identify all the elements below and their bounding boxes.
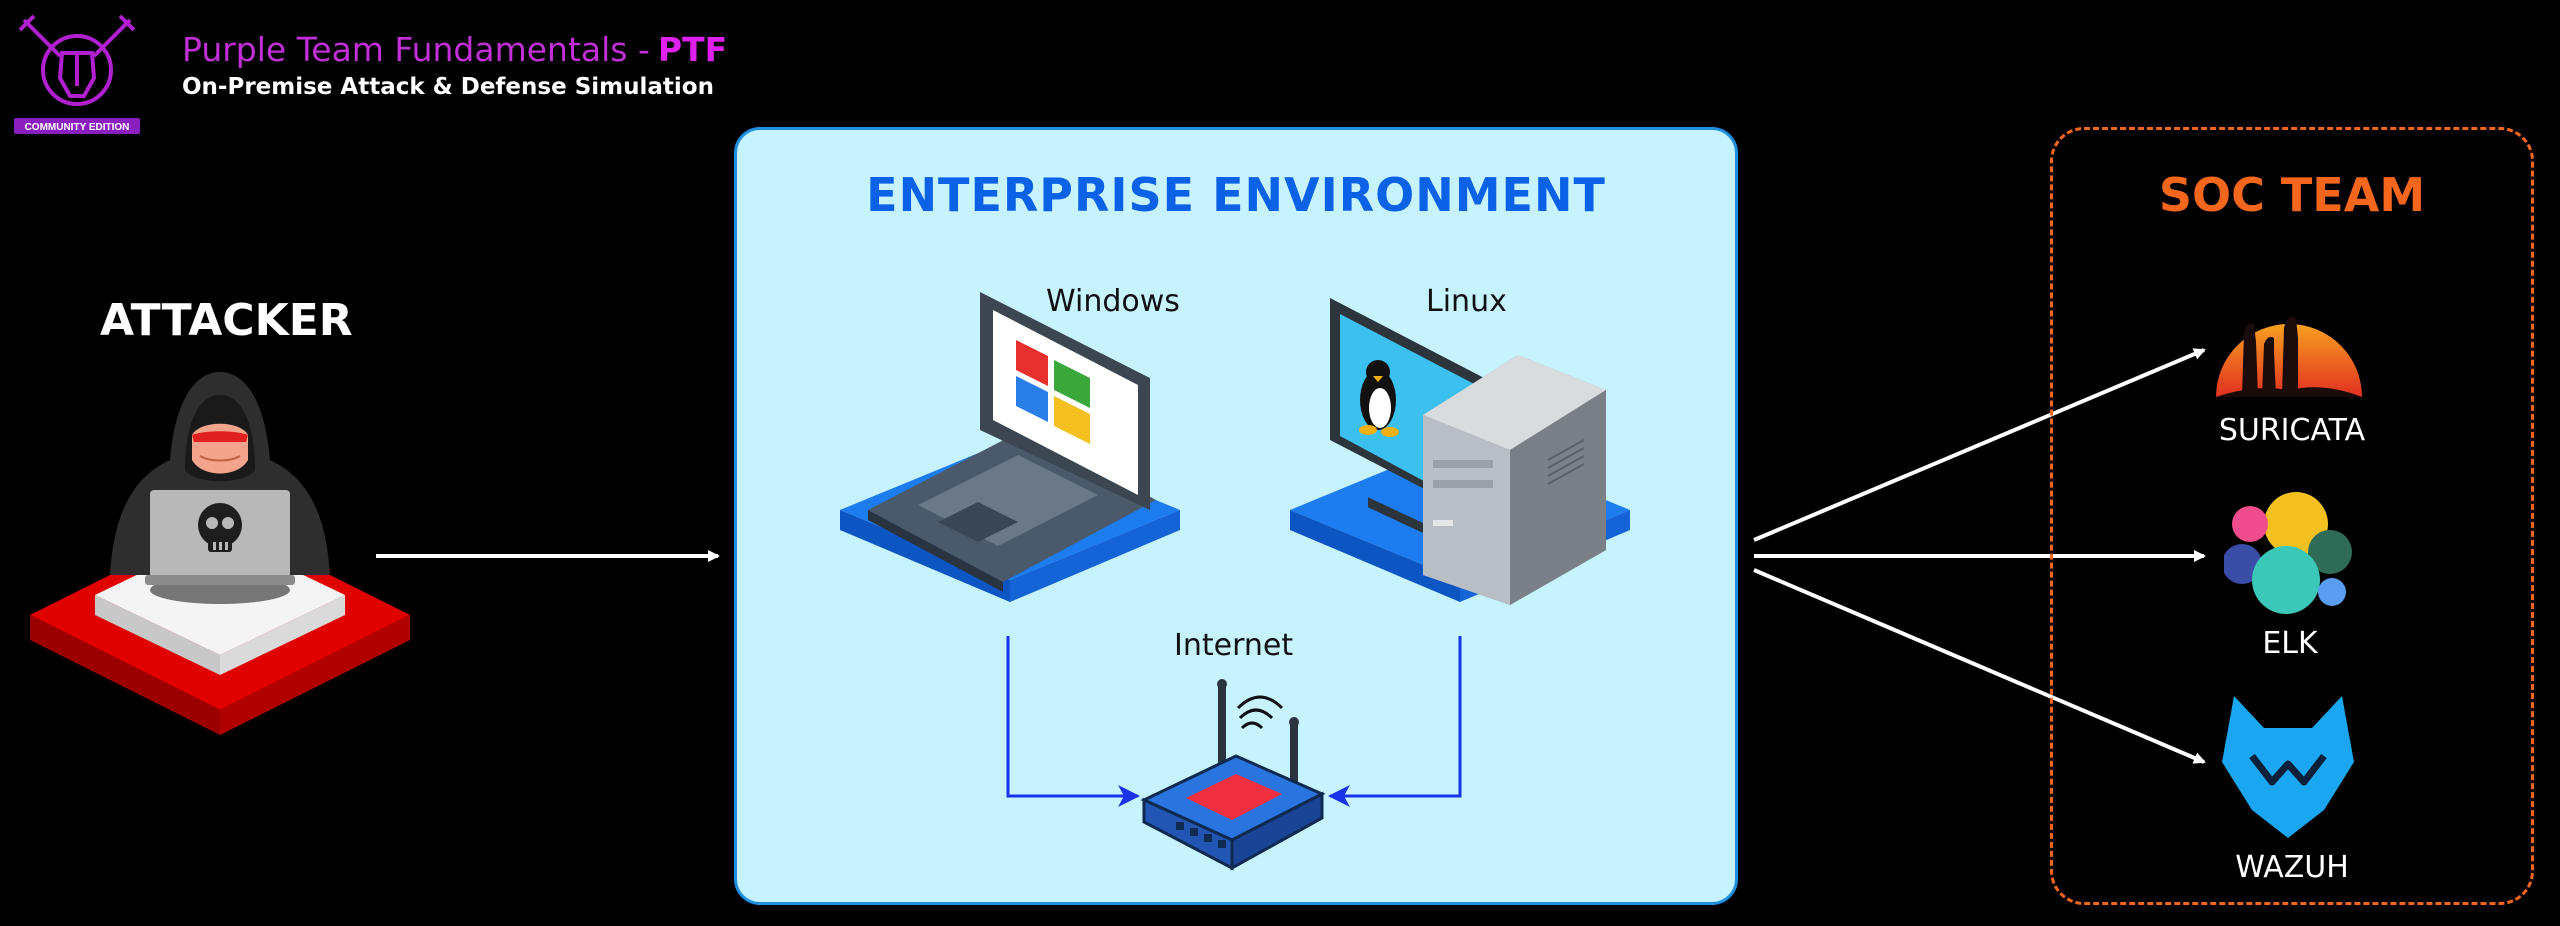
logo-badge-text: COMMUNITY EDITION: [25, 122, 130, 133]
linux-label: Linux: [1426, 284, 1507, 319]
ptf-logo: COMMUNITY EDITION: [14, 14, 140, 134]
page-subtitle: On-Premise Attack & Defense Simulation: [182, 74, 714, 100]
enterprise-to-suricata-arrow: [1753, 348, 2206, 542]
elk-label: ELK: [2262, 626, 2318, 661]
enterprise-to-wazuh-arrow: [1753, 568, 2206, 764]
router-icon: [1140, 679, 1326, 871]
linux-desktop-icon: [1290, 298, 1630, 605]
elk-logo-icon: [2224, 492, 2352, 614]
soc-team-title: SOC TEAM: [2158, 168, 2426, 222]
attacker-illustration: [30, 372, 410, 735]
soc-team-panel: [2050, 127, 2534, 905]
internet-label: Internet: [1174, 628, 1294, 663]
attacker-title: ATTACKER: [100, 295, 353, 346]
wazuh-logo-icon: [2222, 696, 2354, 838]
suricata-label: SURICATA: [2218, 413, 2366, 448]
wazuh-label: WAZUH: [2235, 850, 2349, 885]
page-title-text: Purple Team Fundamentals -: [182, 30, 650, 69]
suricata-logo-icon: [2216, 316, 2362, 397]
page-title: Purple Team Fundamentals -PTF: [182, 30, 727, 69]
page-title-acronym: PTF: [657, 30, 728, 69]
windows-laptop-icon: [840, 292, 1180, 602]
enterprise-environment-title: ENTERPRISE ENVIRONMENT: [866, 168, 1606, 222]
windows-to-router-line: [1006, 636, 1140, 807]
windows-label: Windows: [1046, 284, 1180, 319]
linux-to-router-line: [1328, 636, 1462, 807]
